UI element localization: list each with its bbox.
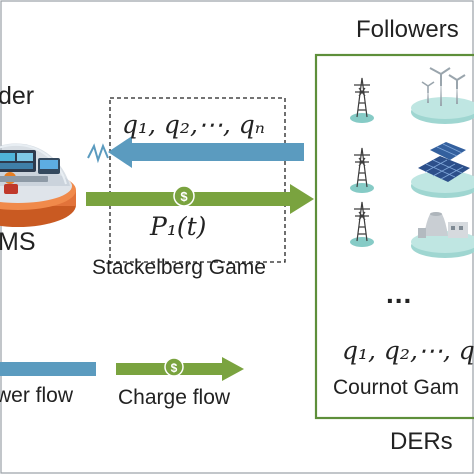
legend-charge-flow-swatch: $	[116, 357, 244, 381]
followers-quantities-label: q₁, q₂,⋯, qₙ	[122, 110, 265, 139]
followers-title: Followers	[356, 16, 459, 43]
followers-box	[314, 53, 474, 420]
svg-text:$: $	[180, 189, 188, 204]
svg-text:$: $	[171, 361, 178, 375]
solar-panel-icon	[411, 142, 474, 198]
ems-label: MS	[0, 228, 36, 256]
ders-label: DERs	[390, 428, 453, 455]
legend-power-flow-swatch	[0, 362, 96, 376]
leader-title: der	[0, 82, 35, 110]
cournot-quantities-label: q₁, q₂,⋯, q	[342, 336, 474, 365]
power-plant-icon	[411, 212, 474, 258]
stackelberg-game-label: Stackelberg Game	[92, 256, 266, 279]
price-label: P₁(t)	[150, 212, 207, 241]
power-flow-arrow	[108, 136, 304, 168]
legend-charge-flow-label: Charge flow	[118, 386, 231, 409]
cournot-game-label: Cournot Gam	[333, 376, 460, 399]
dollar-icon: $	[173, 185, 195, 207]
control-room-icon	[0, 143, 76, 227]
wind-turbine-icon	[411, 67, 474, 124]
legend-power-flow-label: wer flow	[0, 384, 74, 407]
transmission-tower-icon	[350, 201, 374, 247]
dollar-icon	[164, 357, 184, 377]
charge-flow-arrow	[86, 184, 314, 214]
followers-ellipsis: ...	[386, 278, 413, 309]
stackelberg-box	[109, 97, 286, 263]
transmission-tower-icon	[350, 147, 374, 193]
transmission-tower-icon	[350, 77, 374, 123]
lightning-icon	[87, 143, 109, 164]
